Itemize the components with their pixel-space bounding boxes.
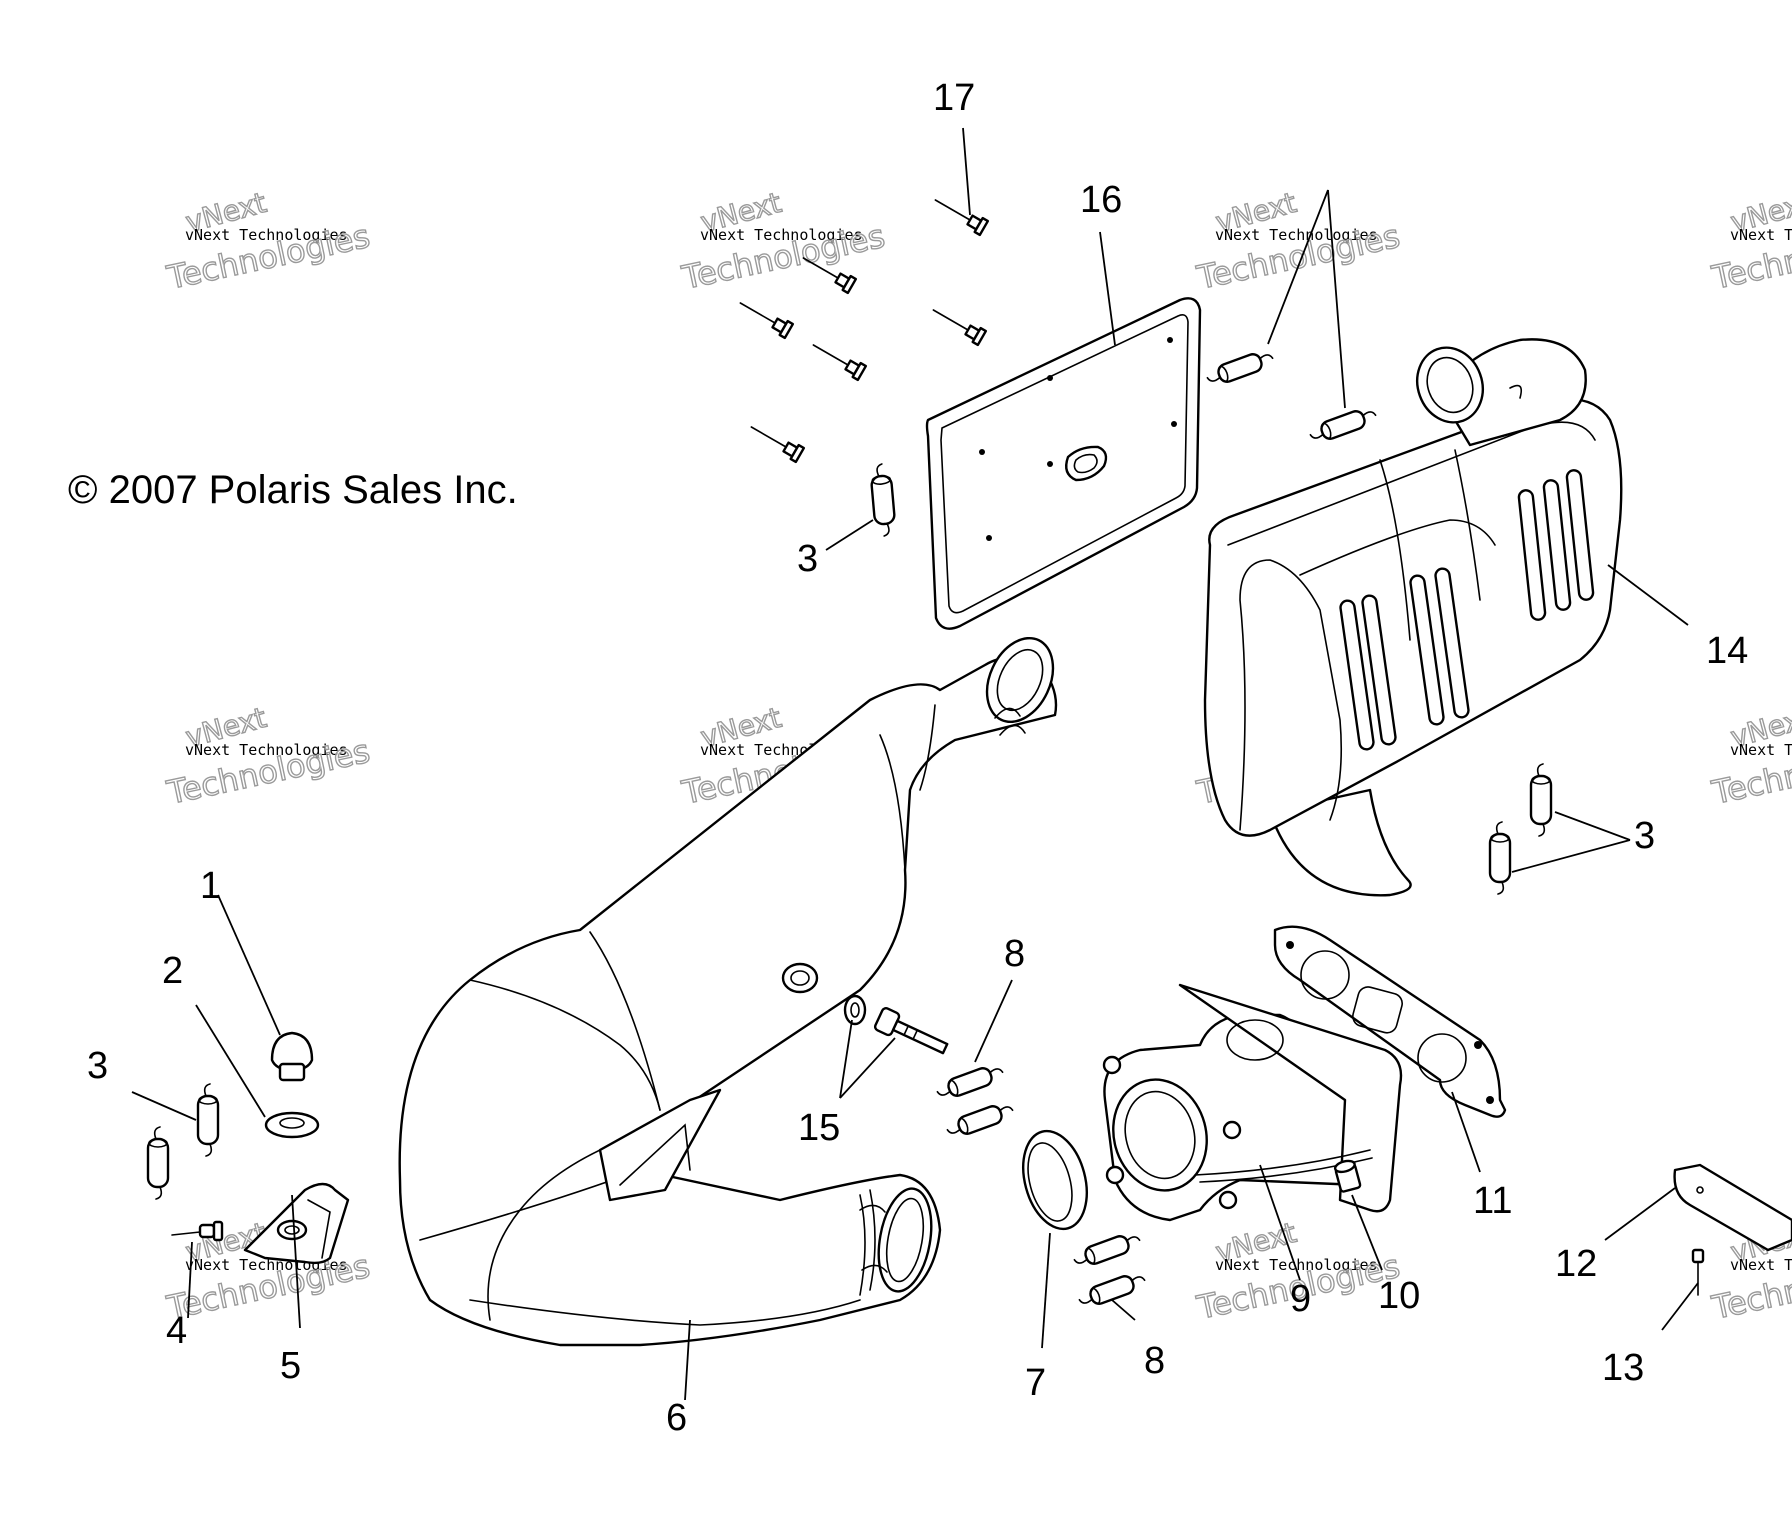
callout-3-right: 3: [1634, 815, 1655, 857]
part-6-expansion-chamber: [398, 636, 1058, 1347]
spring-icon: [1488, 821, 1512, 895]
rivet-icon: [802, 257, 858, 295]
callout-labels: 17 16 3 14 1 2 3 3 8 15 8 11 12 13 4 5 6…: [87, 77, 1748, 1439]
watermark: vNext vNext Technologies Technologies: [162, 185, 373, 297]
part-17-rivets: [739, 199, 990, 464]
part-1-plug: [270, 1031, 314, 1082]
callout-4: 4: [166, 1310, 187, 1352]
hole-icon: [1171, 421, 1177, 427]
spring-icon: [1206, 353, 1274, 383]
callout-15: 15: [798, 1107, 840, 1149]
part-9-exhaust-manifold: [1102, 983, 1403, 1222]
springs: [146, 353, 1553, 1305]
callout-16: 16: [1080, 179, 1122, 221]
part-16-gasket-plate: [925, 297, 1202, 630]
callout-17: 17: [933, 77, 975, 119]
rivet-icon: [739, 302, 795, 340]
callout-10: 10: [1378, 1275, 1420, 1317]
spring-icon: [1078, 1275, 1146, 1305]
part-12-bracket: [1673, 1163, 1792, 1252]
callout-2: 2: [162, 950, 183, 992]
rivet-icon: [934, 199, 990, 237]
hole-icon: [986, 535, 992, 541]
part-15-washer-bolt: [843, 994, 949, 1055]
hole-icon: [1167, 337, 1173, 343]
part-11-gasket: [1273, 925, 1507, 1118]
spring-icon: [936, 1067, 1004, 1097]
spring-icon: [1309, 410, 1377, 440]
callout-8-lower: 8: [1144, 1340, 1165, 1382]
spring-icon: [146, 1126, 170, 1200]
rivet-icon: [812, 344, 868, 382]
spring-icon: [1529, 763, 1553, 837]
callout-8-upper: 8: [1004, 933, 1025, 975]
callout-11: 11: [1473, 1180, 1512, 1222]
hole-icon: [979, 449, 985, 455]
watermark-small: vNext Technologies: [1730, 226, 1792, 244]
part-5-bracket: [243, 1182, 350, 1265]
rivet-icon: [750, 426, 806, 464]
watermark: vNext vNext Technologies Technologies: [1707, 185, 1792, 297]
callout-1: 1: [200, 865, 221, 907]
watermark-small: vNext Technologies: [700, 226, 863, 244]
callout-14: 14: [1706, 630, 1748, 672]
callout-12: 12: [1555, 1243, 1597, 1285]
spring-icon: [196, 1083, 220, 1157]
watermark: vNext vNext Technologies Technologies: [1192, 185, 1403, 297]
bolt-icon: [873, 1007, 949, 1055]
part-4-rivet: [171, 1220, 224, 1242]
part-10-bolt: [1333, 1159, 1362, 1193]
callout-13: 13: [1602, 1347, 1644, 1389]
watermark-small: vNext Technologies: [1215, 226, 1378, 244]
part-7-coupler-ring: [1022, 1129, 1088, 1231]
leader-lines: [131, 127, 1699, 1401]
hole-icon: [1047, 461, 1053, 467]
rivet-icon: [932, 309, 988, 347]
bolt-icon: [1333, 1159, 1362, 1193]
watermark-small: vNext Technologies: [1730, 741, 1792, 759]
watermark-small: vNext Technologies: [185, 226, 348, 244]
pipe-clamp-hooks: [994, 384, 1523, 736]
watermark-small: vNext Technologies: [1215, 1256, 1378, 1274]
watermark: vNext vNext Technologies Technologies: [677, 185, 888, 297]
callout-9: 9: [1290, 1278, 1311, 1320]
part-2-washer: [264, 1111, 320, 1139]
watermark: vNext vNext Technologies Technologies: [1707, 700, 1792, 812]
callout-3-plate: 3: [797, 538, 818, 580]
spring-icon: [1073, 1235, 1141, 1265]
callout-3-left: 3: [87, 1045, 108, 1087]
watermark-small: vNext Technologies: [1730, 1256, 1792, 1274]
callout-7: 7: [1025, 1362, 1046, 1404]
spring-icon: [946, 1105, 1014, 1135]
spring-icon: [870, 463, 896, 537]
watermark-small: vNext Technologies: [185, 741, 348, 759]
part-13-rivet: [1691, 1248, 1705, 1296]
callout-6: 6: [666, 1397, 687, 1439]
callout-5: 5: [280, 1345, 301, 1387]
watermark: vNext vNext Technologies Technologies: [162, 700, 373, 812]
hole-icon: [1047, 375, 1053, 381]
copyright-text: © 2007 Polaris Sales Inc.: [68, 468, 518, 512]
part-14-muffler: [1203, 338, 1623, 897]
